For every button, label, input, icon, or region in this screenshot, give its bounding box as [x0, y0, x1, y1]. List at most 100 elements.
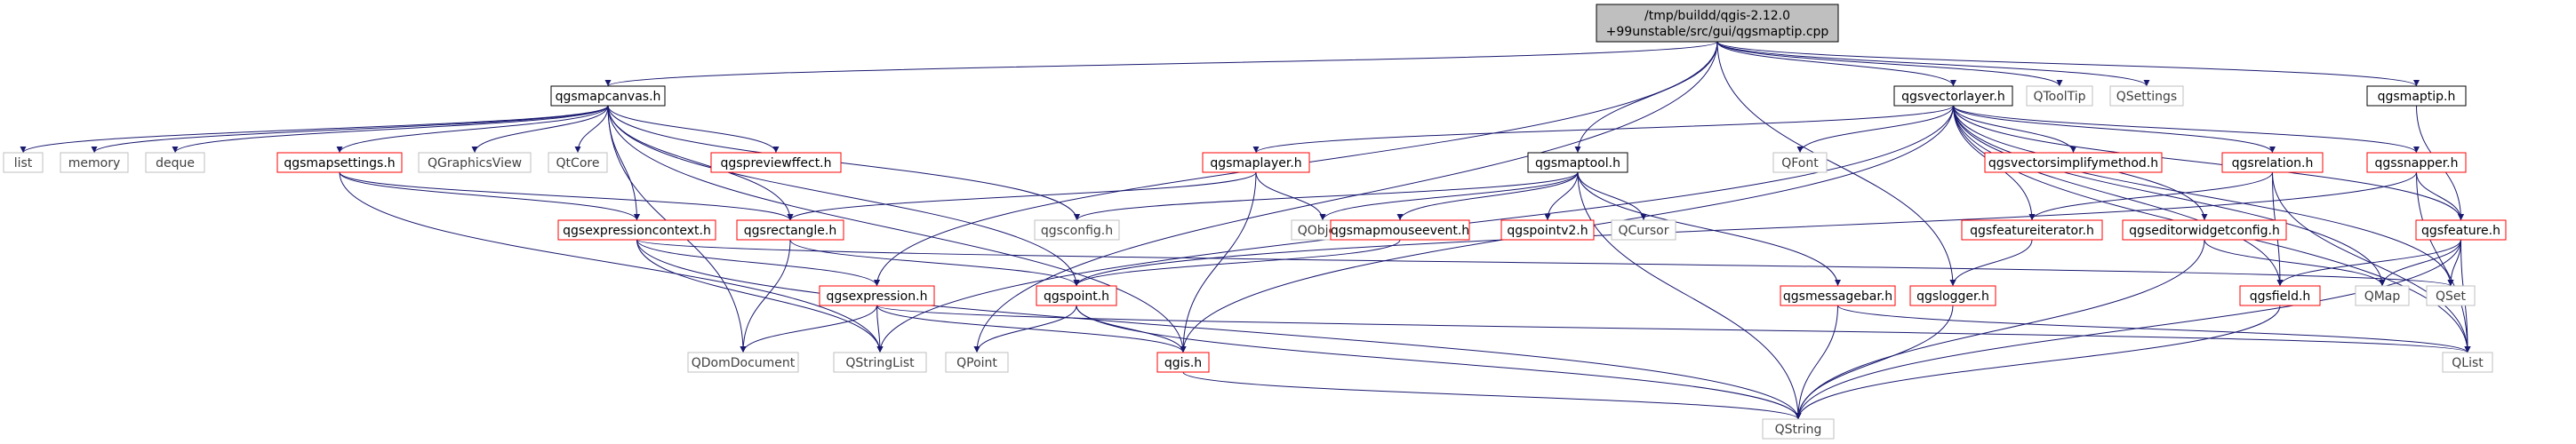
node-qgsexpressioncontext[interactable]: qgsexpressioncontext.h [557, 219, 716, 241]
dependency-nodes: /tmp/buildd/qgis-2.12.0+99unstable/src/g… [3, 4, 2507, 440]
edge-qgsrelation-to-qlist [2272, 171, 2471, 353]
node-qgsvectorsimplify[interactable]: qgsvectorsimplifymethod.h [1984, 152, 2163, 173]
node-qgspointv2[interactable]: qgspointv2.h [1500, 219, 1595, 241]
node-box-deque [145, 152, 205, 173]
edge-qgssnapper-to-qgsfeature [2416, 171, 2464, 221]
node-qgsvectorlayer[interactable]: qgsvectorlayer.h [1893, 85, 2013, 107]
node-qgslogger[interactable]: qgslogger.h [1909, 285, 1996, 306]
node-label-qgsrelation: qgsrelation.h [2232, 156, 2314, 170]
edge-qgssnapper-to-qgspoint [1073, 171, 2417, 287]
node-box-qmap [2355, 285, 2410, 306]
node-label-root: /tmp/buildd/qgis-2.12.0 [1644, 9, 1790, 23]
node-label-qset: QSet [2436, 289, 2467, 304]
node-box-qgis [1156, 352, 1210, 373]
edge-qgsmaplayer-to-qgsrectangle [787, 171, 1257, 221]
node-label-qgssnapper: qgssnapper.h [2375, 156, 2459, 170]
node-box-qgsconfig [1034, 219, 1120, 241]
node-box-qtcore [548, 152, 608, 173]
edge-qgsmapcanvas-to-list [20, 105, 609, 154]
node-qgsmaptip_h[interactable]: qgsmaptip.h [2366, 85, 2467, 107]
edge-qgsrectangle-to-qdomdocument [740, 239, 791, 353]
node-qgsmaplayer[interactable]: qgsmaplayer.h [1202, 152, 1310, 173]
node-label-qgslogger: qgslogger.h [1916, 289, 1989, 304]
edge-qgsmaplayer-to-qobject [1255, 171, 1326, 221]
node-qgsexpression[interactable]: qgsexpression.h [819, 285, 935, 306]
node-qgsmapsettings[interactable]: qgsmapsettings.h [276, 152, 403, 173]
node-qgsrelation[interactable]: qgsrelation.h [2221, 152, 2324, 173]
node-box-qgsrelation [2221, 152, 2324, 173]
node-label-qgspreviewffect: qgspreviewffect.h [720, 156, 831, 170]
edge-qgsmaptool-to-qobject [1319, 171, 1579, 221]
node-box-qgsfeature [2415, 219, 2507, 241]
edge-qgis-to-qstring [1182, 371, 1802, 420]
edge-qgsvectorlayer-to-qmap [1953, 105, 2386, 287]
edge-qgsmessagebar-to-qlist [1837, 305, 2471, 353]
edge-qgsmapcanvas-to-qgspoint [607, 105, 1080, 287]
node-qgssnapper[interactable]: qgssnapper.h [2366, 152, 2467, 173]
edge-qgsmapcanvas-to-qgsconfig [607, 105, 1080, 221]
node-label-qgraphicsview: QGraphicsView [428, 156, 522, 170]
node-qgspreviewffect[interactable]: qgspreviewffect.h [710, 152, 842, 173]
edge-qgsmaptool-to-qgsmapmouseevent [1396, 171, 1579, 221]
node-deque: deque [145, 152, 205, 173]
node-box-qgsmapsettings [276, 152, 403, 173]
edge-qgsfeature-to-qmap [2379, 239, 2461, 287]
node-label-deque: deque [156, 156, 195, 170]
node-label-qstringlist: QStringList [845, 356, 915, 370]
node-qgspoint[interactable]: qgspoint.h [1036, 285, 1117, 306]
node-box-list [3, 152, 44, 173]
edge-qgsmaptool-to-qgsmessagebar [1577, 171, 1841, 287]
node-qmap: QMap [2355, 285, 2410, 306]
node-qgsmaptool[interactable]: qgsmaptool.h [1527, 152, 1628, 173]
edge-qgsfeature-to-qgsfield [2276, 239, 2461, 287]
node-box-qgsfeatureiterator [1961, 219, 2103, 241]
node-qgseditorwidgetconfig[interactable]: qgseditorwidgetconfig.h [2122, 219, 2287, 241]
node-qgsmapcanvas[interactable]: qgsmapcanvas.h [550, 85, 666, 107]
node-box-root [1596, 4, 1839, 43]
edge-qgsmaptool-to-qstring [1577, 171, 1802, 420]
node-box-qgsmaptip_h [2366, 85, 2467, 107]
edge-root-to-qsettings [1716, 41, 2150, 87]
node-box-qfont [1772, 152, 1828, 173]
node-label-qgsvectorsimplify: qgsvectorsimplifymethod.h [1988, 156, 2158, 170]
node-box-qgspoint [1036, 285, 1117, 306]
edge-qgsmapsettings-to-qstringlist [339, 171, 884, 353]
node-box-qgseditorwidgetconfig [2122, 219, 2287, 241]
edge-root-to-qgsmaptool [1574, 41, 1718, 154]
edge-qgsexpressioncontext-to-qstring [636, 239, 1802, 420]
node-label-qgsmapsettings: qgsmapsettings.h [284, 156, 395, 170]
edge-root-to-qgsmapcanvas [604, 41, 1718, 87]
node-label-qmap: QMap [2364, 289, 2401, 304]
node-root[interactable]: /tmp/buildd/qgis-2.12.0+99unstable/src/g… [1596, 4, 1839, 43]
node-qgsfeatureiterator[interactable]: qgsfeatureiterator.h [1961, 219, 2103, 241]
node-qgsmessagebar[interactable]: qgsmessagebar.h [1780, 285, 1896, 306]
node-label-qgsexpressioncontext: qgsexpressioncontext.h [563, 224, 711, 238]
edge-qgsexpressioncontext-to-qset [636, 239, 2453, 287]
node-box-qgraphicsview [418, 152, 532, 173]
node-qgsmapmouseevent[interactable]: qgsmapmouseevent.h [1330, 219, 1470, 241]
node-box-qgsexpressioncontext [557, 219, 716, 241]
node-qgis[interactable]: qgis.h [1156, 352, 1210, 373]
node-label-qgsfeature: qgsfeature.h [2421, 224, 2500, 238]
node-qgsfield[interactable]: qgsfield.h [2239, 285, 2321, 306]
node-label-qgspointv2: qgspointv2.h [1507, 224, 1588, 238]
node-qgsrectangle[interactable]: qgsrectangle.h [736, 219, 844, 241]
node-box-qgsmaptool [1527, 152, 1628, 173]
node-box-qstringlist [833, 352, 927, 373]
edge-qgslogger-to-qstring [1795, 305, 1954, 420]
node-label-qgsmaptip_h: qgsmaptip.h [2378, 90, 2456, 104]
edge-root-to-qgsmaptip_h [1716, 41, 2420, 87]
node-box-qgssnapper [2366, 152, 2467, 173]
edge-root-to-qgsvectorlayer [1716, 41, 1956, 87]
node-box-qsettings [2109, 85, 2184, 107]
node-label-qgsfeatureiterator: qgsfeatureiterator.h [1970, 224, 2094, 238]
node-qgsfeature[interactable]: qgsfeature.h [2415, 219, 2507, 241]
edge-qgsexpression-to-qdomdocument [740, 305, 877, 353]
edge-qgsfeature-to-qstring [1795, 239, 2461, 420]
edge-qgsexpressioncontext-to-qgsexpression [636, 239, 880, 287]
node-label-qtcore: QtCore [556, 156, 600, 170]
node-label-qgsexpression: qgsexpression.h [827, 289, 928, 304]
node-label-qgseditorwidgetconfig: qgseditorwidgetconfig.h [2129, 224, 2280, 238]
node-box-qgsvectorlayer [1893, 85, 2013, 107]
